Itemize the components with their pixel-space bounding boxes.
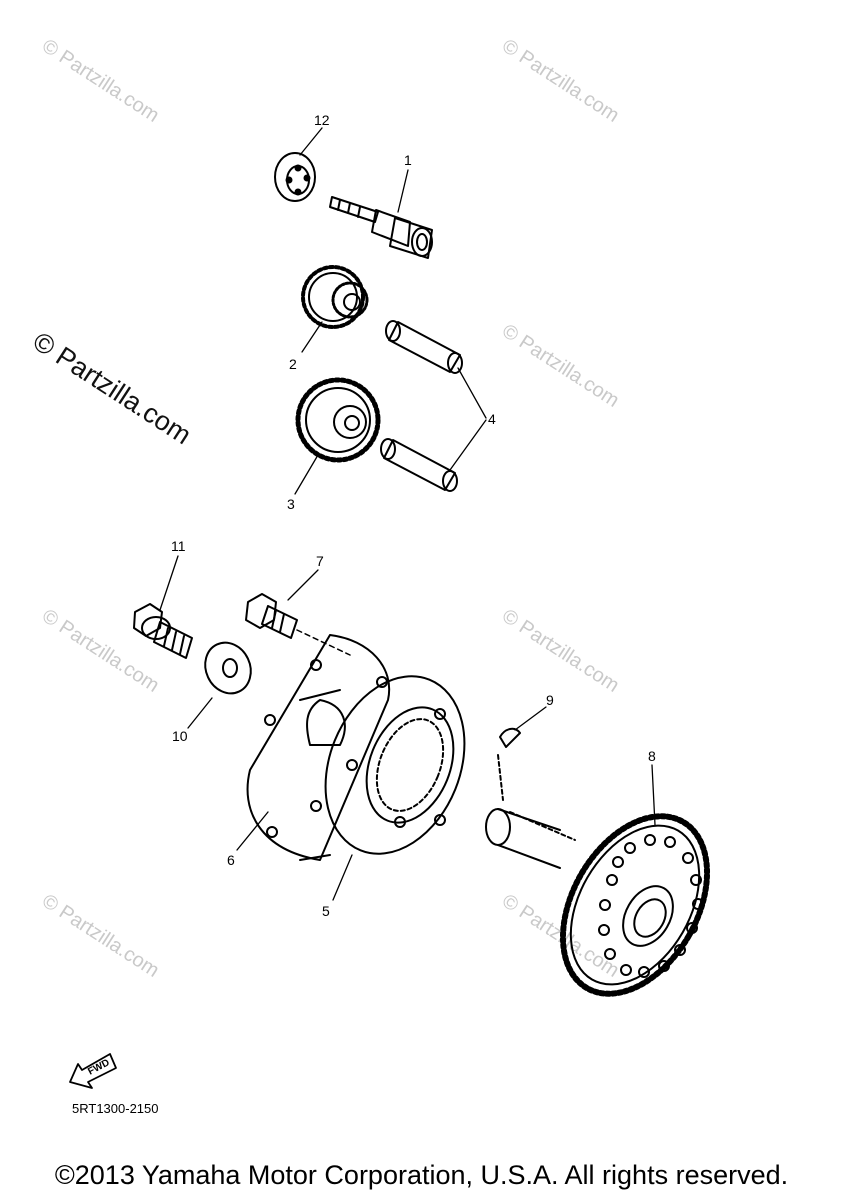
callout-leader-lines <box>159 127 656 901</box>
pin-part-4 <box>380 320 463 492</box>
callout-4: 4 <box>488 411 496 427</box>
diagram-code: 5RT1300-2150 <box>72 1101 159 1116</box>
bolt-part-7 <box>245 593 298 639</box>
key-part-9 <box>499 727 521 748</box>
callout-10: 10 <box>172 728 188 744</box>
clutch-housing-part-5 <box>299 675 466 861</box>
copyright-notice: ©2013 Yamaha Motor Corporation, U.S.A. A… <box>54 1160 789 1190</box>
callout-6: 6 <box>227 852 235 868</box>
gear-part-3 <box>295 377 381 463</box>
fwd-arrow-icon <box>69 1053 117 1089</box>
shaft-reference-outline <box>485 754 576 869</box>
shaft-part-1 <box>329 196 433 259</box>
callout-5: 5 <box>322 903 330 919</box>
fwd-label: FWD <box>86 1057 111 1077</box>
gear-part-2 <box>301 265 369 329</box>
washer-part-10 <box>204 641 252 695</box>
callout-11: 11 <box>171 538 186 554</box>
bearing-part-12 <box>274 152 316 202</box>
callout-12: 12 <box>314 112 330 128</box>
callout-3: 3 <box>287 496 295 512</box>
ring-gear-part-8 <box>559 813 711 997</box>
callout-7: 7 <box>316 553 324 569</box>
callout-2: 2 <box>289 356 297 372</box>
bolt-part-11 <box>133 603 193 659</box>
callout-1: 1 <box>404 152 412 168</box>
plate-part-6 <box>246 634 391 861</box>
callout-9: 9 <box>546 692 554 708</box>
callout-8: 8 <box>648 748 656 764</box>
assembly-reference-line <box>296 629 351 656</box>
